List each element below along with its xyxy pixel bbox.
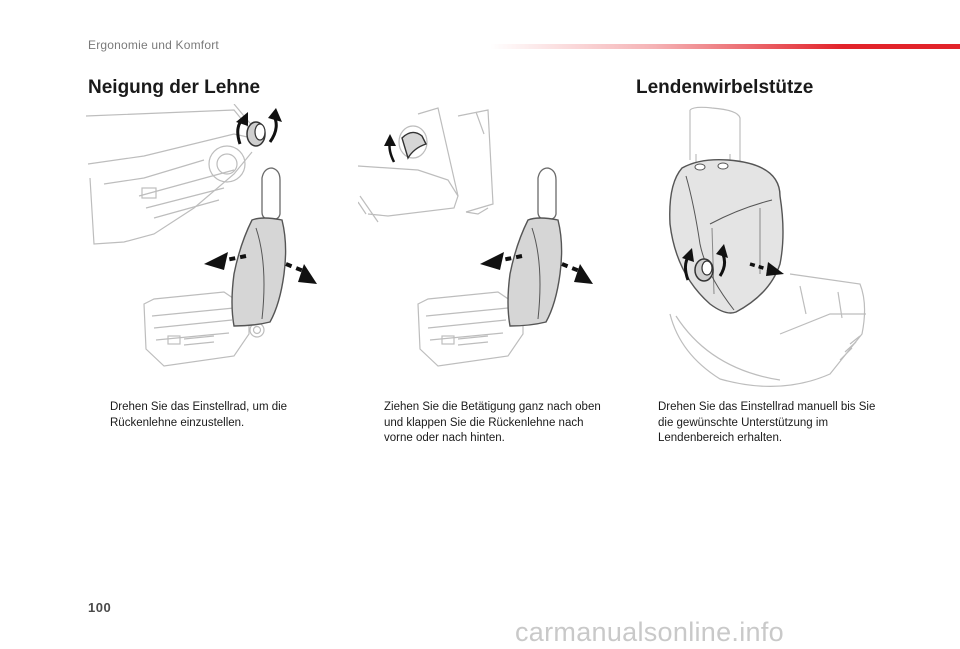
heading-backrest-tilt: Neigung der Lehne — [88, 77, 261, 98]
instruction-text: Drehen Sie das Einstellrad manuell bis S… — [658, 401, 876, 444]
seat-recline-knob-illustration — [85, 104, 317, 367]
instruction-text: Drehen Sie das Einstellrad, um die Rücke… — [110, 401, 288, 429]
instruction-lumbar: Drehen Sie das Einstellrad manuell bis S… — [636, 400, 886, 447]
heading-lumbar-support: Lendenwirbelstütze — [636, 77, 814, 98]
instruction-knob: Drehen Sie das Einstellrad, um die Rücke… — [88, 400, 328, 431]
instruction-lever: Ziehen Sie die Betätigung ganz nach oben… — [362, 400, 612, 447]
lumbar-support-illustration — [669, 106, 866, 387]
watermark: carmanualsonline.info — [515, 617, 784, 647]
header-accent-bar — [490, 44, 960, 49]
section-title: Ergonomie und Komfort — [88, 38, 219, 52]
seat-recline-lever-illustration — [358, 107, 593, 367]
page-number: 100 — [88, 600, 112, 615]
instruction-text: Ziehen Sie die Betätigung ganz nach oben… — [384, 401, 601, 444]
